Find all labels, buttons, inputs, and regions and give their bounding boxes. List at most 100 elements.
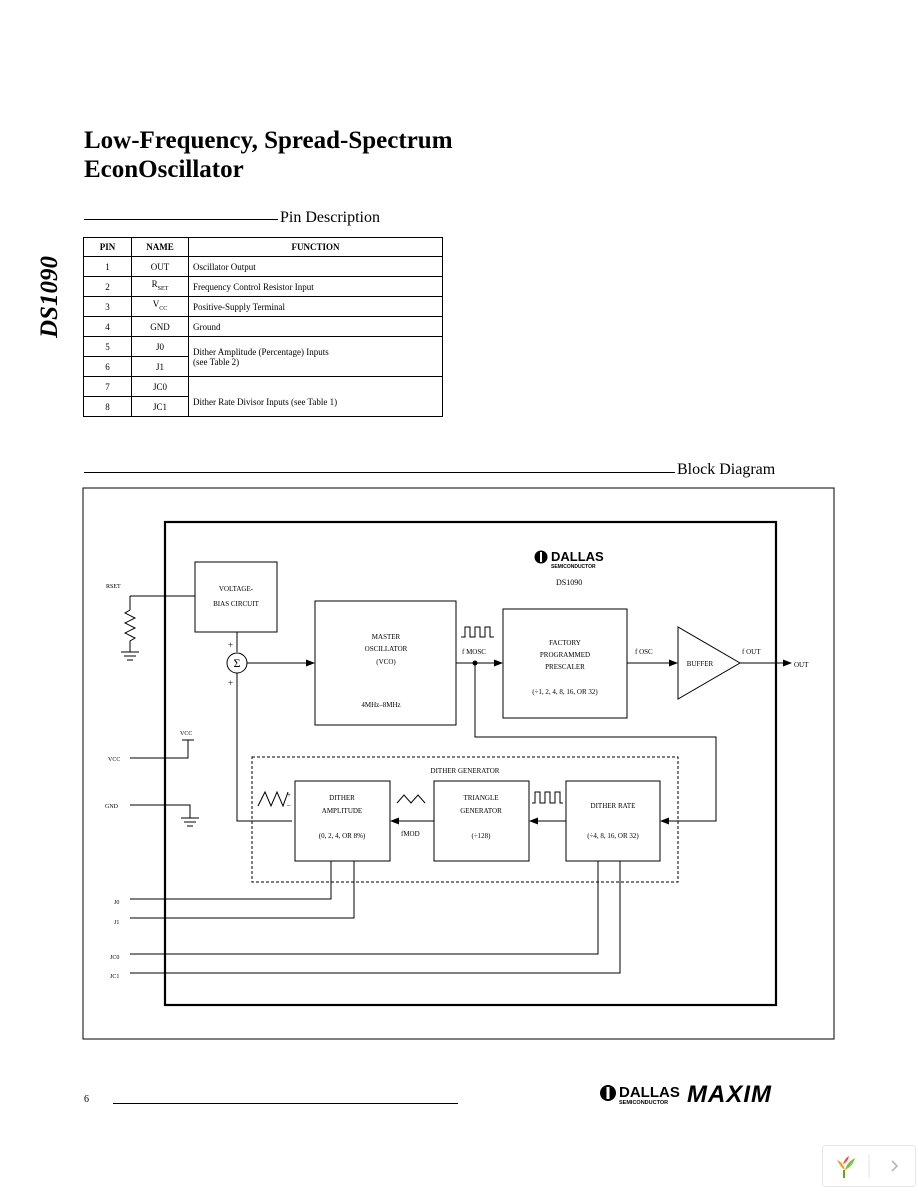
triangle-gen-label-2: GENERATOR: [460, 807, 502, 815]
footer-dallas-sub: SEMICONDUCTOR: [619, 1100, 668, 1106]
dallas-logo-icon: [534, 550, 548, 564]
prescaler-label-1: FACTORY: [549, 639, 581, 647]
pin-name-main: V: [152, 299, 160, 310]
pin-name: VCC: [131, 296, 189, 317]
fmosc-label: f MOSC: [462, 648, 486, 656]
dallas-brand-text: DALLAS: [551, 549, 604, 564]
pin-table: PIN NAME FUNCTION 1 OUT Oscillator Outpu…: [83, 237, 443, 417]
buffer-amplifier-icon: [677, 626, 741, 700]
dither-feedback-wire: [236, 673, 292, 822]
ground-icon: [181, 817, 199, 827]
saw-plus: +: [287, 791, 291, 799]
resistor-icon: [123, 596, 137, 652]
j1-label: J1: [114, 920, 119, 926]
viewer-widget[interactable]: [822, 1145, 916, 1187]
triangle-gen-label-1: TRIANGLE: [464, 794, 499, 802]
sum-plus-top: +: [228, 640, 233, 650]
sigma-symbol: Σ: [234, 656, 241, 670]
arrow-head: [306, 659, 315, 667]
viewer-logo-icon[interactable]: [837, 1156, 855, 1178]
prescaler-label-2: PROGRAMMED: [540, 651, 590, 659]
pin-function: Dither Amplitude (Percentage) Inputs: [188, 336, 443, 357]
triangle-generator-block: [433, 780, 530, 862]
fosc-label: f OSC: [635, 648, 653, 656]
dither-amp-label-2: AMPLITUDE: [322, 807, 362, 815]
sum-plus-bottom: +: [228, 678, 233, 688]
document-title: Low-Frequency, Spread-Spectrum EconOscil…: [84, 126, 453, 184]
dither-amplitude-block: [294, 780, 391, 862]
pin-number: 8: [83, 396, 132, 417]
out-label: OUT: [794, 661, 809, 669]
table-row: 5 J0 Dither Amplitude (Percentage) Input…: [83, 336, 443, 357]
side-part-text: DS1090: [36, 256, 63, 339]
arrow-head: [529, 817, 538, 825]
jc0-wire: [130, 861, 599, 955]
voltage-bias-label-2: BIAS CIRCUIT: [213, 600, 259, 608]
footer-rule: [113, 1103, 458, 1104]
chevron-right-icon[interactable]: [891, 1160, 899, 1172]
title-line-2: EconOscillator: [84, 156, 244, 183]
pin-name-sub: CC: [159, 305, 168, 312]
side-part-label: DS1090: [36, 256, 63, 339]
fout-label: f OUT: [742, 648, 761, 656]
table-row: 7 JC0 Dither Rate Divisor Inputs (see Ta…: [83, 376, 443, 407]
vcc-rail-label: VCC: [180, 731, 192, 737]
footer-dallas-brand: DALLAS: [619, 1084, 680, 1101]
jc0-label: JC0: [110, 955, 119, 961]
jc1-wire: [130, 861, 621, 974]
table-row: 1 OUT Oscillator Output: [83, 256, 443, 277]
j0-label: J0: [114, 900, 119, 906]
square-wave-icon: [461, 626, 494, 638]
title-line-1: Low-Frequency, Spread-Spectrum: [84, 127, 453, 154]
voltage-bias-block: [194, 561, 278, 633]
buffer-label: BUFFER: [687, 660, 714, 668]
dither-generator-label: DITHER GENERATOR: [431, 767, 500, 775]
dither-rate-block: [565, 780, 661, 862]
maxim-logo: MAXIM: [687, 1081, 772, 1108]
dither-amp-label-1: DITHER: [329, 794, 355, 802]
arrow-head: [783, 659, 792, 667]
triangle-divider: (÷128): [471, 832, 491, 840]
fmod-label: fMOD: [401, 830, 420, 838]
pin-description-rule: [84, 219, 278, 220]
j0-wire: [130, 861, 332, 900]
master-osc-range: 4MHz–8MHz: [361, 701, 400, 709]
gnd-wire: [130, 804, 191, 818]
page-number: 6: [84, 1094, 89, 1105]
arrow-head: [494, 659, 503, 667]
square-wave-icon: [532, 791, 563, 804]
chip-boundary: [163, 520, 778, 1007]
diagram-frame: [82, 487, 835, 1040]
vcc-wire: [130, 740, 189, 759]
vcc-label: VCC: [108, 757, 120, 763]
saw-minus: –: [286, 801, 291, 809]
block-diagram-rule: [84, 472, 675, 473]
chip-part-text: DS1090: [556, 578, 582, 587]
viewer-widget-graphic: [837, 1154, 899, 1178]
dither-rate-label: DITHER RATE: [591, 802, 636, 810]
arrow-head: [390, 817, 399, 825]
master-osc-label-3: (VCO): [376, 658, 396, 666]
prescaler-label-3: PRESCALER: [545, 663, 585, 671]
ground-icon: [121, 651, 139, 661]
prescaler-options: (÷1, 2, 4, 8, 16, OR 32): [532, 688, 598, 696]
voltage-bias-label-1: VOLTAGE-: [219, 585, 254, 593]
table-row: 6 J1 (see Table 2): [83, 356, 443, 377]
dallas-sub-text: SEMICONDUCTOR: [551, 564, 596, 570]
jc1-label: JC1: [110, 974, 119, 980]
maxim-logo-text: MAXIM: [687, 1081, 772, 1108]
dallas-logo-icon: [600, 1085, 616, 1101]
block-diagram-heading: Block Diagram: [677, 461, 776, 478]
dither-generator-region: [251, 756, 679, 883]
master-osc-label-2: OSCILLATOR: [365, 645, 408, 653]
arrow-head: [660, 817, 669, 825]
pin-function: Dither Rate Divisor Inputs (see Table 1): [188, 386, 443, 407]
master-osc-label-1: MASTER: [372, 633, 401, 641]
triangle-wave-icon: [396, 794, 426, 804]
pin-name-sub: SET: [157, 285, 169, 292]
gnd-label: GND: [105, 804, 119, 810]
pin-description-heading: Pin Description: [280, 209, 380, 226]
dither-amp-options: (0, 2, 4, OR 8%): [319, 832, 366, 840]
osc-to-dither-rate-wire: [474, 663, 717, 822]
